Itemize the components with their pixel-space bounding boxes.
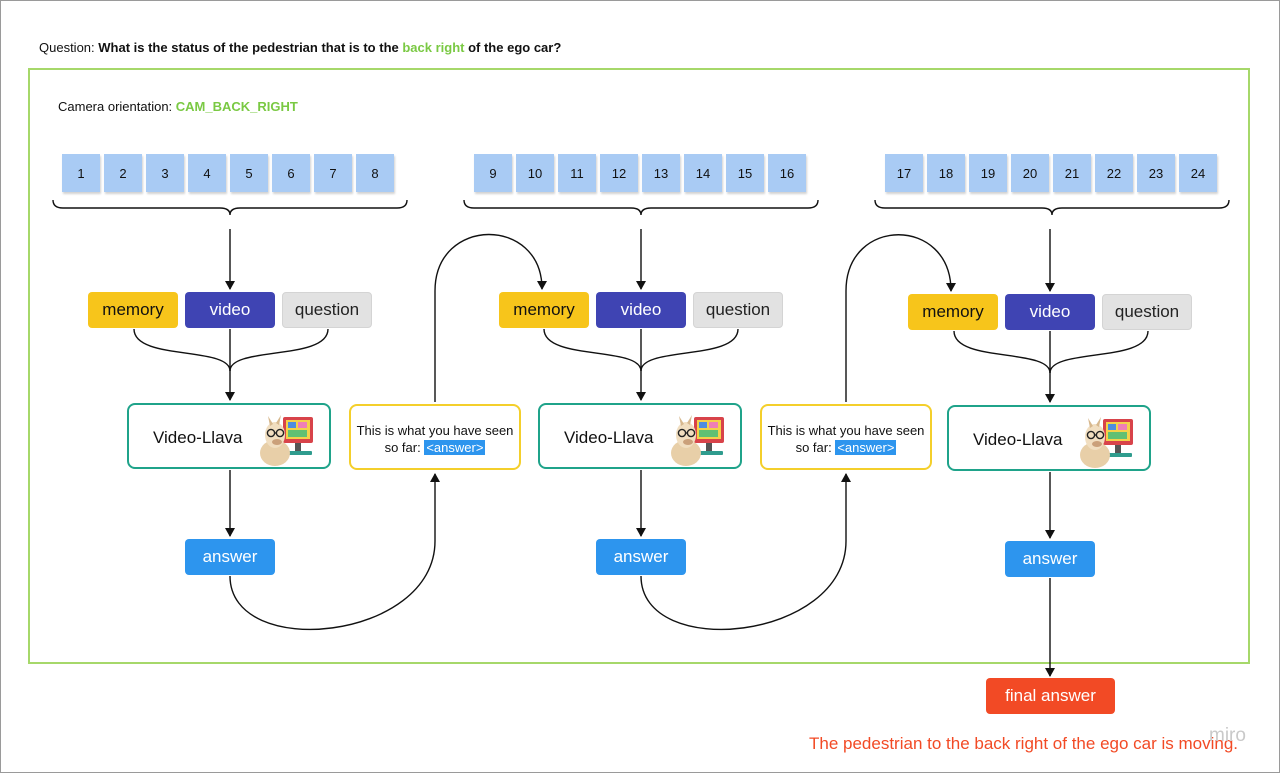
frame-tile: 13 [642, 154, 680, 192]
question-line: Question: What is the status of the pede… [39, 40, 562, 55]
video-input: video [185, 292, 275, 328]
frame-tile: 4 [188, 154, 226, 192]
frame-tile: 11 [558, 154, 596, 192]
pipeline-frame [28, 68, 1250, 664]
llama-computer-icon [1080, 417, 1133, 468]
frame-tile: 14 [684, 154, 722, 192]
frame-tile: 7 [314, 154, 352, 192]
final-answer-text: The pedestrian to the back right of the … [809, 734, 1239, 753]
frame-tile: 23 [1137, 154, 1175, 192]
frame-tile: 19 [969, 154, 1007, 192]
frame-tile: 12 [600, 154, 638, 192]
brace-group-1 [52, 199, 408, 216]
frame-tile: 18 [927, 154, 965, 192]
memory-carry-box: This is what you have seen so far: <answ… [349, 404, 521, 470]
frame-tile: 22 [1095, 154, 1133, 192]
video-llava-model: Video-Llava [127, 403, 331, 469]
llama-computer-icon [671, 415, 724, 466]
frame-tile: 1 [62, 154, 100, 192]
frame-tile: 17 [885, 154, 923, 192]
model-label: Video-Llava [564, 428, 654, 447]
question-input: question [282, 292, 372, 328]
brace-group-3 [874, 199, 1230, 216]
frame-tile: 9 [474, 154, 512, 192]
brace-group-2 [463, 199, 819, 216]
model-label: Video-Llava [973, 430, 1063, 449]
answer-output: answer [1005, 541, 1095, 577]
memory-input: memory [499, 292, 589, 328]
memory-input: memory [908, 294, 998, 330]
final-answer: final answer [986, 678, 1115, 714]
video-llava-model: Video-Llava [947, 405, 1151, 471]
memory-carry-box: This is what you have seen so far: <answ… [760, 404, 932, 470]
llama-computer-icon [260, 415, 313, 466]
frame-tile: 10 [516, 154, 554, 192]
frame-group-3: 17 18 19 20 21 22 23 24 [885, 154, 1217, 192]
frame-tile: 5 [230, 154, 268, 192]
frame-tile: 2 [104, 154, 142, 192]
frame-tile: 15 [726, 154, 764, 192]
video-input: video [1005, 294, 1095, 330]
frame-tile: 16 [768, 154, 806, 192]
frame-tile: 20 [1011, 154, 1049, 192]
miro-watermark: miro [1209, 725, 1246, 746]
answer-placeholder: <answer> [424, 440, 486, 455]
frame-group-1: 1 2 3 4 5 6 7 8 [62, 154, 394, 192]
question-input: question [693, 292, 783, 328]
frame-tile: 24 [1179, 154, 1217, 192]
camera-orientation: Camera orientation: CAM_BACK_RIGHT [58, 99, 298, 114]
frame-group-2: 9 10 11 12 13 14 15 16 [474, 154, 806, 192]
answer-output: answer [185, 539, 275, 575]
memory-input: memory [88, 292, 178, 328]
answer-output: answer [596, 539, 686, 575]
model-label: Video-Llava [153, 428, 243, 447]
frame-tile: 3 [146, 154, 184, 192]
video-input: video [596, 292, 686, 328]
answer-placeholder: <answer> [835, 440, 897, 455]
frame-tile: 8 [356, 154, 394, 192]
frame-tile: 21 [1053, 154, 1091, 192]
frame-tile: 6 [272, 154, 310, 192]
question-input: question [1102, 294, 1192, 330]
video-llava-model: Video-Llava [538, 403, 742, 469]
